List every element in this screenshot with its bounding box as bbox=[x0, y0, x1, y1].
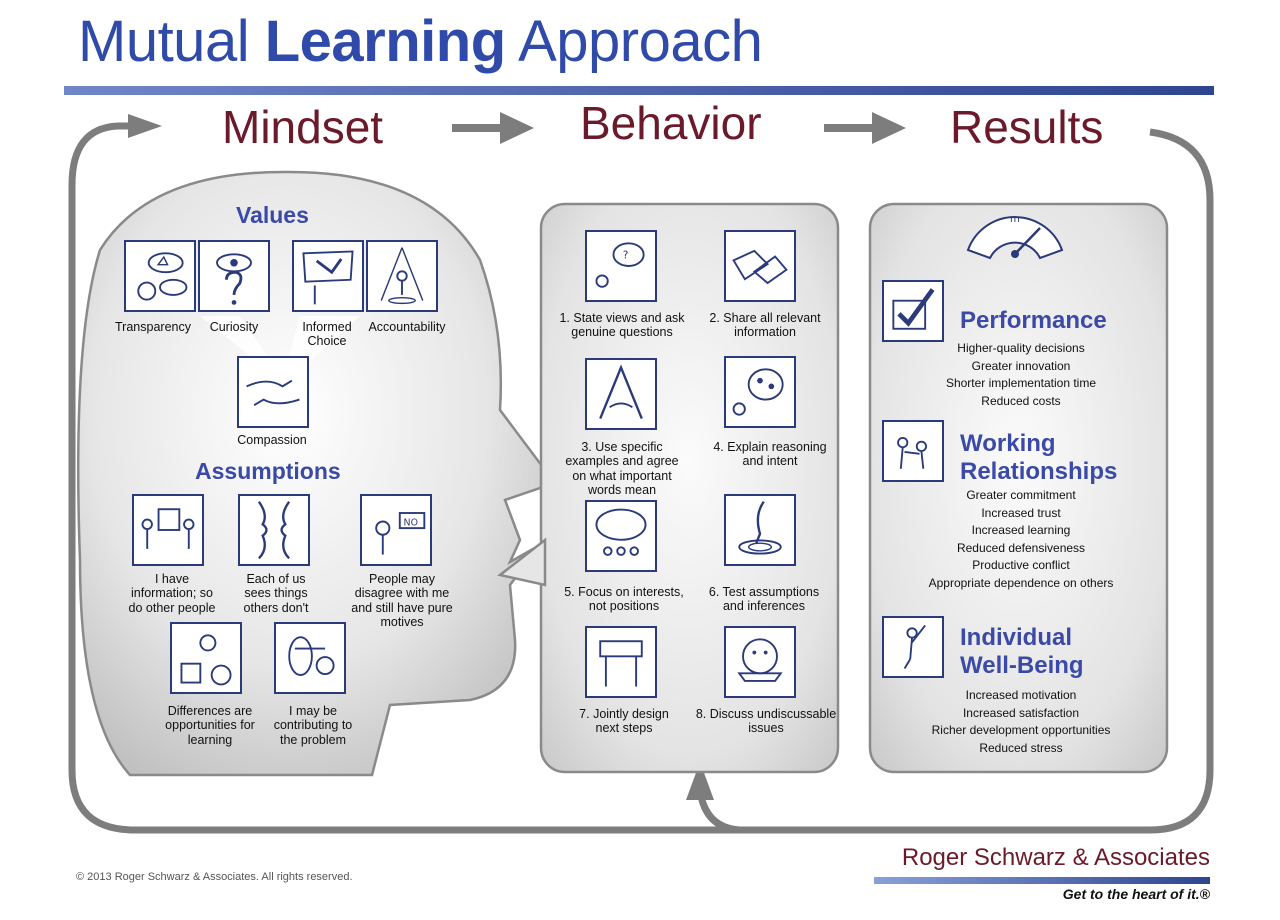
behavior-label-8: 8. Discuss undiscussable issues bbox=[695, 707, 837, 736]
curiosity-icon bbox=[198, 240, 270, 312]
assumption-label-1: I have information; so do other people bbox=[128, 572, 216, 615]
svg-text:m: m bbox=[1010, 214, 1020, 225]
result-item: Richer development opportunities bbox=[931, 723, 1111, 737]
test-assumptions-icon bbox=[724, 494, 796, 566]
assumption-label-3: People may disagree with me and still ha… bbox=[351, 572, 453, 630]
results-panel bbox=[868, 202, 1169, 774]
specific-examples-icon bbox=[585, 358, 657, 430]
brand-tagline: Get to the heart of it.® bbox=[1062, 886, 1210, 902]
page-title: Mutual Learning Approach bbox=[78, 9, 763, 74]
loop-arrowhead-top bbox=[128, 114, 162, 138]
result-item: Reduced defensiveness bbox=[956, 540, 1086, 555]
behavior-label-7: 7. Jointly design next steps bbox=[579, 707, 669, 736]
performance-title: Performance bbox=[960, 307, 1107, 334]
explain-reasoning-icon bbox=[724, 356, 796, 428]
behavior-label-6: 6. Test assumptions and inferences bbox=[708, 585, 820, 614]
assumptions-heading: Assumptions bbox=[195, 458, 341, 484]
performance-list: Higher-quality decisions Greater innovat… bbox=[872, 340, 1170, 410]
values-heading: Values bbox=[236, 202, 309, 228]
relationships-title-line1: Working bbox=[960, 430, 1056, 457]
results-heading: Results bbox=[950, 101, 1104, 153]
results-return-loop bbox=[700, 128, 1214, 834]
value-label-accountability: Accountability bbox=[368, 320, 446, 334]
behavior-label-2: 2. Share all relevant information bbox=[709, 311, 821, 340]
speech-pointer bbox=[497, 537, 547, 587]
behavior-label-1: 1. State views and ask genuine questions bbox=[559, 311, 685, 340]
relationships-title-line2: Relationships bbox=[960, 457, 1118, 485]
focus-interests-icon bbox=[585, 500, 657, 572]
state-views-icon: ? bbox=[585, 230, 657, 302]
value-label-compassion: Compassion bbox=[237, 433, 307, 447]
result-item: Appropriate dependence on others bbox=[928, 575, 1114, 590]
result-item: Increased trust bbox=[981, 505, 1061, 520]
wellbeing-list: Increased motivation Increased satisfact… bbox=[872, 687, 1170, 757]
value-label-curiosity: Curiosity bbox=[209, 320, 259, 334]
value-label-informed-choice: Informed Choice bbox=[302, 320, 352, 349]
shared-information-icon bbox=[132, 494, 204, 566]
assumption-label-5: I may be contributing to the problem bbox=[273, 704, 353, 747]
undiscussable-icon bbox=[724, 626, 796, 698]
contributing-icon bbox=[274, 622, 346, 694]
result-item: Increased motivation bbox=[965, 688, 1077, 702]
two-faces-icon bbox=[238, 494, 310, 566]
transparency-icon bbox=[124, 240, 196, 312]
title-underline bbox=[64, 86, 1214, 95]
result-item: Higher-quality decisions bbox=[957, 341, 1085, 355]
share-information-icon bbox=[724, 230, 796, 302]
svg-text:NO: NO bbox=[404, 517, 419, 528]
behavior-results-arrow bbox=[824, 112, 906, 144]
informed-choice-icon bbox=[292, 240, 364, 312]
performance-icon bbox=[882, 280, 944, 342]
result-item: Increased learning bbox=[971, 523, 1071, 537]
result-item: Increased satisfaction bbox=[962, 705, 1080, 720]
result-item: Shorter implementation time bbox=[945, 376, 1097, 390]
assumption-label-4: Differences are opportunities for learni… bbox=[165, 704, 255, 747]
mindset-behavior-arrow bbox=[452, 112, 534, 144]
result-item: Greater innovation bbox=[971, 358, 1071, 373]
relationships-title: Working Relationships bbox=[960, 430, 1117, 485]
light-beam bbox=[200, 316, 270, 360]
result-item: Reduced stress bbox=[979, 740, 1063, 755]
disagreement-icon: NO bbox=[360, 494, 432, 566]
wellbeing-icon bbox=[882, 616, 944, 678]
gauge-icon: m bbox=[966, 214, 1064, 260]
assumption-label-2: Each of us sees things others don't bbox=[243, 572, 309, 615]
loop-arrowhead-up bbox=[686, 762, 714, 800]
brand-name: Roger Schwarz & Associates bbox=[901, 844, 1210, 871]
accountability-icon bbox=[366, 240, 438, 312]
copyright-notice: © 2013 Roger Schwarz & Associates. All r… bbox=[76, 871, 353, 883]
behavior-label-3: 3. Use specific examples and agree on wh… bbox=[565, 440, 679, 498]
behavior-heading: Behavior bbox=[580, 97, 762, 149]
behavior-label-5: 5. Focus on interests, not positions bbox=[564, 585, 684, 614]
behavior-label-4: 4. Explain reasoning and intent bbox=[713, 440, 827, 469]
value-label-transparency: Transparency bbox=[115, 320, 191, 334]
wellbeing-title-line1: Individual bbox=[960, 624, 1073, 651]
mindset-heading: Mindset bbox=[222, 101, 384, 153]
result-item: Reduced costs bbox=[981, 393, 1061, 408]
relationships-icon bbox=[882, 420, 944, 482]
result-item: Productive conflict bbox=[972, 558, 1070, 572]
wellbeing-title-line2: Well-Being bbox=[960, 651, 1084, 679]
feedback-loop-arrow bbox=[68, 122, 741, 834]
result-item: Greater commitment bbox=[966, 488, 1076, 502]
jointly-design-icon bbox=[585, 626, 657, 698]
relationships-list: Greater commitment Increased trust Incre… bbox=[872, 487, 1170, 592]
brand-underline bbox=[874, 877, 1210, 884]
differences-icon bbox=[170, 622, 242, 694]
wellbeing-title: Individual Well-Being bbox=[960, 624, 1084, 679]
compassion-icon bbox=[237, 356, 309, 428]
svg-text:?: ? bbox=[623, 249, 629, 261]
